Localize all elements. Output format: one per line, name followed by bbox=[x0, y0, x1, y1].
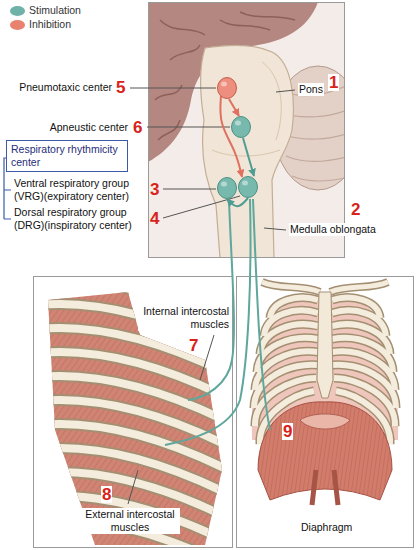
center-oval: Ventral respiratory group (VRG)(expirato… bbox=[217, 177, 237, 199]
legend-text: Inhibition bbox=[29, 18, 71, 31]
oval-shape bbox=[217, 77, 237, 99]
center-label: Dorsal respiratory group (DRG)(inspirato… bbox=[14, 206, 146, 232]
connector-arrow bbox=[243, 138, 254, 176]
highlight bbox=[242, 181, 248, 186]
center-oval: Apneustic center bbox=[231, 116, 251, 138]
oval-shape bbox=[217, 177, 237, 199]
center-oval: Dorsal respiratory group (DRG)(inspirato… bbox=[238, 176, 258, 198]
legend-swatch bbox=[10, 20, 25, 30]
callout-number: 1 bbox=[328, 74, 339, 91]
callout-number: 4 bbox=[150, 210, 159, 227]
ribcage-side-illustration bbox=[30, 276, 240, 550]
oval-shape bbox=[238, 176, 258, 198]
center-ellipse bbox=[232, 117, 251, 138]
callout-number: 5 bbox=[116, 79, 125, 96]
connector-arrow bbox=[227, 198, 248, 206]
callout-number: 2 bbox=[351, 201, 360, 218]
center-ellipse bbox=[239, 177, 258, 198]
structure-label: Medulla oblongata bbox=[289, 223, 377, 236]
ribcage-front-illustration bbox=[237, 277, 414, 548]
center-oval: Pneumotaxic center bbox=[217, 77, 237, 99]
highlight bbox=[235, 121, 241, 126]
oval-shape bbox=[231, 116, 251, 138]
legend-item: Inhibition bbox=[10, 18, 71, 31]
box-text: Respiratory rhythmicity center bbox=[11, 143, 123, 169]
panel-frame bbox=[149, 3, 345, 258]
center-label: Apneustic center bbox=[28, 121, 128, 134]
structure-label: External intercostal muscles bbox=[80, 508, 180, 534]
callout-number: 8 bbox=[101, 486, 112, 503]
legend-item: Stimulation bbox=[10, 4, 81, 17]
highlight bbox=[221, 82, 227, 87]
legend-text: Stimulation bbox=[29, 4, 81, 17]
rhythmicity-box: Respiratory rhythmicity center bbox=[6, 140, 128, 172]
center-label: Ventral respiratory group (VRG)(expirato… bbox=[14, 177, 146, 203]
center-ellipse bbox=[218, 78, 237, 99]
structure-label: Internal intercostal muscles bbox=[138, 305, 230, 331]
center-ellipse bbox=[218, 178, 237, 199]
connector-arrow bbox=[229, 99, 239, 116]
callout-number: 3 bbox=[150, 181, 159, 198]
legend-swatch bbox=[10, 6, 25, 16]
callout-number: 7 bbox=[189, 337, 198, 354]
center-label: Pneumotaxic center bbox=[12, 81, 112, 94]
callout-number: 9 bbox=[282, 423, 293, 440]
brain-illustration bbox=[148, 2, 345, 258]
leader-lines bbox=[128, 88, 295, 504]
structure-label: Diaphragm bbox=[300, 521, 353, 534]
structure-label: Pons bbox=[298, 83, 324, 96]
highlight bbox=[221, 182, 227, 187]
callout-number: 6 bbox=[133, 119, 142, 136]
